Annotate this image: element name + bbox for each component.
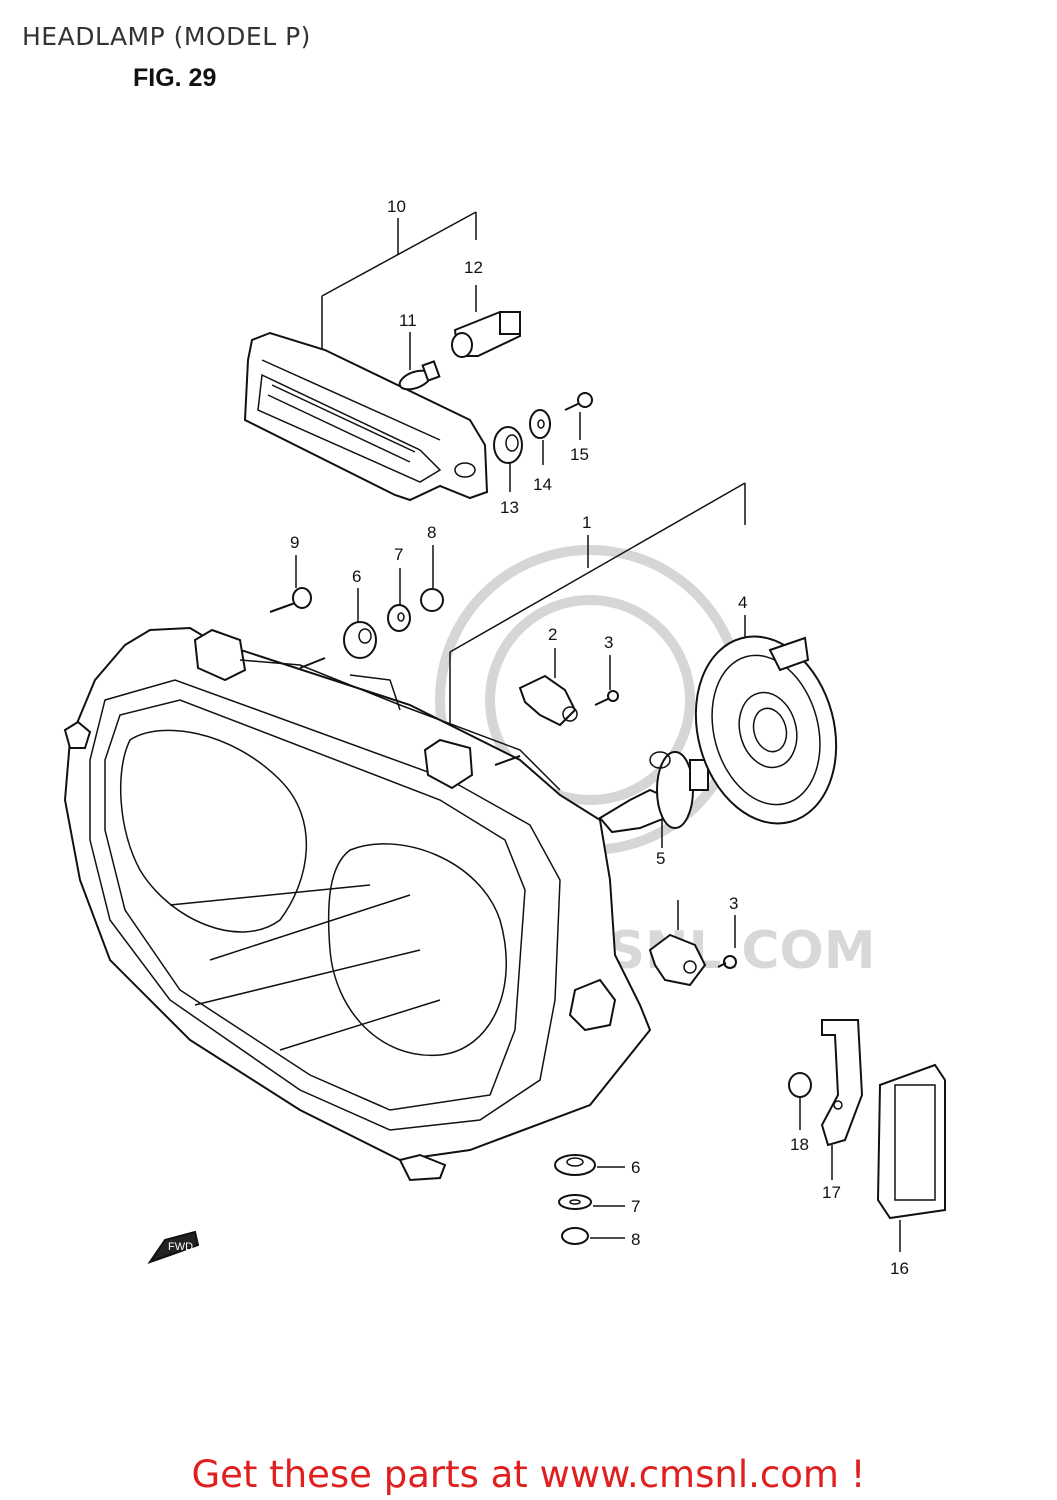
washer[interactable] — [529, 409, 551, 465]
upper-grommet[interactable] — [343, 588, 377, 659]
part-label-7-lower[interactable]: 7 — [631, 1197, 640, 1216]
part-label-14[interactable]: 14 — [533, 475, 552, 494]
part-label-6-upper[interactable]: 6 — [352, 567, 361, 586]
part-label-1[interactable]: 1 — [582, 513, 591, 532]
halogen-bulb[interactable] — [598, 751, 709, 834]
leader-group-10 — [321, 211, 477, 370]
part-label-11[interactable]: 11 — [399, 311, 417, 330]
part-label-17[interactable]: 17 — [822, 1183, 841, 1202]
leader-group-1 — [449, 482, 746, 948]
lower-washer[interactable] — [558, 1194, 625, 1210]
part-label-4[interactable]: 4 — [738, 593, 747, 612]
bulb-retainer-upper[interactable] — [518, 674, 578, 727]
turn-signal-lens[interactable] — [243, 331, 489, 502]
side-reflector[interactable] — [876, 1063, 946, 1252]
cta-link[interactable]: Get these parts at www.cmsnl.com ! — [191, 1453, 866, 1496]
part-label-6-lower[interactable]: 6 — [631, 1158, 640, 1177]
retainer-screw-upper[interactable] — [594, 690, 619, 706]
headlamp-housing[interactable] — [63, 626, 652, 1182]
upper-nut[interactable] — [420, 545, 444, 612]
part-label-15[interactable]: 15 — [570, 445, 589, 464]
part-label-5[interactable]: 5 — [656, 849, 665, 868]
mounting-bracket[interactable] — [820, 1019, 864, 1180]
forward-arrow: FWD — [147, 1230, 200, 1264]
forward-label: FWD — [168, 1241, 193, 1253]
part-label-3-lower[interactable]: 3 — [729, 894, 738, 913]
retainer-screw-lower[interactable] — [717, 955, 737, 969]
part-label-13[interactable]: 13 — [500, 498, 519, 517]
signal-bulb[interactable] — [397, 360, 441, 393]
part-label-10[interactable]: 10 — [387, 197, 406, 216]
screw[interactable] — [564, 392, 593, 440]
bolt[interactable] — [269, 555, 312, 613]
part-label-18[interactable]: 18 — [790, 1135, 809, 1154]
flange-nut[interactable] — [788, 1072, 812, 1130]
figure-number: FIG. 29 — [133, 64, 217, 92]
page-title: HEADLAMP (MODEL P) — [22, 22, 311, 51]
part-label-7-upper[interactable]: 7 — [394, 545, 403, 564]
cta-banner[interactable]: Get these parts at www.cmsnl.com ! — [0, 1453, 1057, 1496]
part-label-16[interactable]: 16 — [890, 1259, 909, 1278]
dust-cover[interactable] — [676, 621, 857, 840]
part-label-2[interactable]: 2 — [548, 625, 557, 644]
part-label-8-upper[interactable]: 8 — [427, 523, 436, 542]
part-label-9[interactable]: 9 — [290, 533, 299, 552]
bulb-socket[interactable] — [451, 310, 521, 358]
part-label-8-lower[interactable]: 8 — [631, 1230, 640, 1249]
part-label-12[interactable]: 12 — [464, 258, 483, 277]
lower-grommet[interactable] — [554, 1154, 625, 1176]
upper-washer[interactable] — [387, 568, 411, 632]
lower-nut[interactable] — [561, 1227, 625, 1245]
part-label-3-upper[interactable]: 3 — [604, 633, 613, 652]
bulb-retainer-lower[interactable] — [648, 933, 707, 987]
grommet[interactable] — [493, 426, 523, 492]
